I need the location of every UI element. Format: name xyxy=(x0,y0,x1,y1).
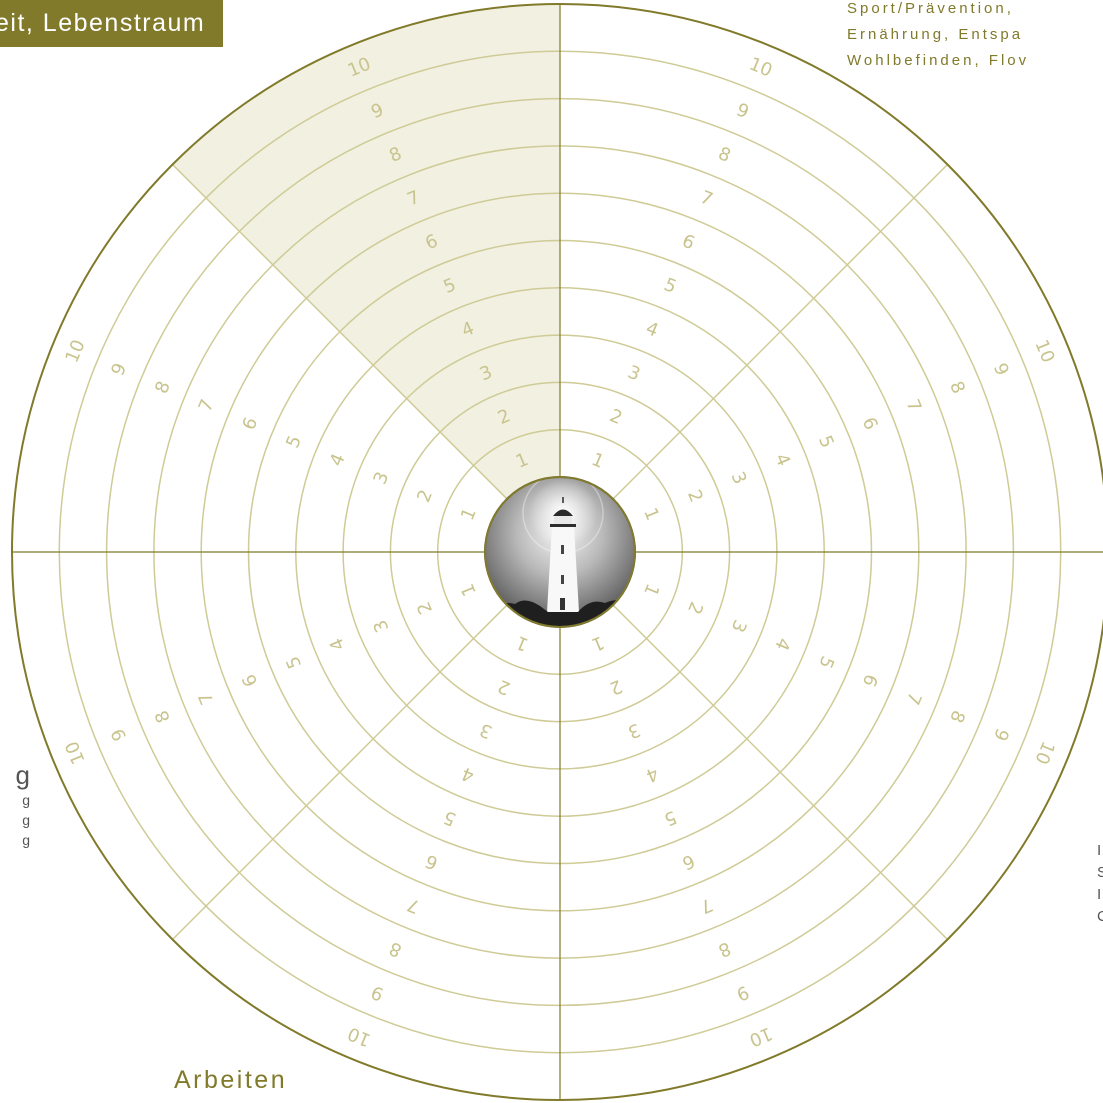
scale-number: 1 xyxy=(639,505,663,524)
scale-number: 10 xyxy=(1030,738,1058,767)
scale-number: 3 xyxy=(477,719,496,743)
scale-number: 5 xyxy=(282,433,306,452)
scale-number: 6 xyxy=(679,230,698,254)
scale-number: 2 xyxy=(413,599,437,618)
scale-number: 9 xyxy=(107,360,131,379)
scale-number: 8 xyxy=(715,937,734,961)
scale-number: 7 xyxy=(697,893,716,917)
scale-number: 7 xyxy=(901,689,925,708)
scale-number: 4 xyxy=(326,451,350,470)
outer-ring xyxy=(11,3,1103,1101)
scale-number: 3 xyxy=(727,617,751,636)
segment-label-right-line: C xyxy=(1097,908,1103,925)
scale-number: 1 xyxy=(457,505,481,524)
scale-number: 5 xyxy=(282,653,306,672)
scale-number: 6 xyxy=(238,414,262,433)
scale-number: 4 xyxy=(326,635,350,654)
scale-number: 3 xyxy=(370,617,394,636)
highlighted-segment xyxy=(172,4,560,499)
scale-number: 7 xyxy=(697,187,716,211)
scale-number: 6 xyxy=(858,414,882,433)
scale-number: 5 xyxy=(814,653,838,672)
scale-number: 10 xyxy=(746,53,775,81)
scale-number: 8 xyxy=(945,378,969,397)
scale-number: 10 xyxy=(61,738,89,767)
scale-number: 2 xyxy=(683,599,707,618)
segment-label-bottom: Arbeiten xyxy=(174,1066,288,1094)
scale-number: 5 xyxy=(661,274,680,298)
scale-number: 9 xyxy=(733,99,752,123)
segment-label-left: g g g g xyxy=(0,760,30,850)
segment-label-right-line: I xyxy=(1097,842,1102,859)
scale-number: 1 xyxy=(588,449,607,473)
scale-number: 10 xyxy=(345,1022,374,1050)
scale-number: 2 xyxy=(683,487,707,506)
scale-number: 5 xyxy=(661,806,680,830)
scale-number: 10 xyxy=(746,1022,775,1050)
scale-number: 9 xyxy=(107,725,131,744)
scale-number: 8 xyxy=(715,143,734,167)
description-line: Wohlbefinden, Flov xyxy=(847,52,1030,69)
scale-number: 9 xyxy=(989,360,1013,379)
scale-number: 7 xyxy=(195,396,219,415)
scale-number: 9 xyxy=(368,981,387,1005)
scale-number: 1 xyxy=(457,580,481,599)
scale-number: 5 xyxy=(814,433,838,452)
scale-number: 7 xyxy=(195,689,219,708)
segment-title-badge: eit, Lebenstraum xyxy=(0,0,224,47)
scale-number: 1 xyxy=(639,580,663,599)
scale-number: 8 xyxy=(151,707,175,726)
segment-label-right: I S I C xyxy=(1097,840,1103,928)
scale-number: 7 xyxy=(404,893,423,917)
scale-number: 8 xyxy=(945,707,969,726)
scale-number: 2 xyxy=(495,675,514,699)
segment-divider xyxy=(171,163,508,500)
scale-number: 2 xyxy=(413,487,437,506)
scale-number: 3 xyxy=(727,469,751,488)
scale-number: 9 xyxy=(733,981,752,1005)
description-line: Ernährung, Entspa xyxy=(847,26,1024,43)
scale-number: 7 xyxy=(901,396,925,415)
scale-number: 4 xyxy=(770,451,794,470)
scale-number: 9 xyxy=(989,725,1013,744)
scale-number: 6 xyxy=(422,850,441,874)
scale-number: 8 xyxy=(151,378,175,397)
scale-number: 6 xyxy=(238,671,262,690)
segment-description-top-right: Sport/Prävention, Ernährung, Entspa Wohl… xyxy=(847,0,1029,74)
segment-divider xyxy=(612,604,949,941)
segment-label-right-line: S xyxy=(1097,864,1103,881)
segment-label-left-line: g xyxy=(22,812,30,828)
scale-number: 8 xyxy=(386,937,405,961)
segment-label-left-title: g xyxy=(15,760,30,790)
segment-label-right-line: I xyxy=(1097,886,1102,903)
scale-number: 10 xyxy=(61,337,89,366)
segment-dividers xyxy=(12,4,1103,1100)
scale-number: 1 xyxy=(588,631,607,655)
scale-number: 4 xyxy=(643,318,662,342)
segment-divider xyxy=(612,163,949,500)
scale-number: 4 xyxy=(770,635,794,654)
scale-number: 3 xyxy=(625,719,644,743)
scale-number: 3 xyxy=(625,362,644,386)
scale-number: 4 xyxy=(459,762,478,786)
description-line: Sport/Prävention, xyxy=(847,0,1014,17)
scale-number: 6 xyxy=(679,850,698,874)
scale-number: 4 xyxy=(643,762,662,786)
segment-divider xyxy=(171,604,508,941)
segment-title: eit, Lebenstraum xyxy=(0,9,206,37)
lighthouse-image xyxy=(484,476,636,628)
scale-number: 10 xyxy=(1030,337,1058,366)
segment-label-left-line: g xyxy=(22,832,30,848)
segment-label-left-line: g xyxy=(22,792,30,808)
scale-number: 2 xyxy=(607,675,626,699)
scale-number: 2 xyxy=(607,405,626,429)
scale-number: 6 xyxy=(858,671,882,690)
scale-number: 1 xyxy=(513,631,532,655)
scale-number: 3 xyxy=(370,469,394,488)
scale-number: 5 xyxy=(441,806,460,830)
